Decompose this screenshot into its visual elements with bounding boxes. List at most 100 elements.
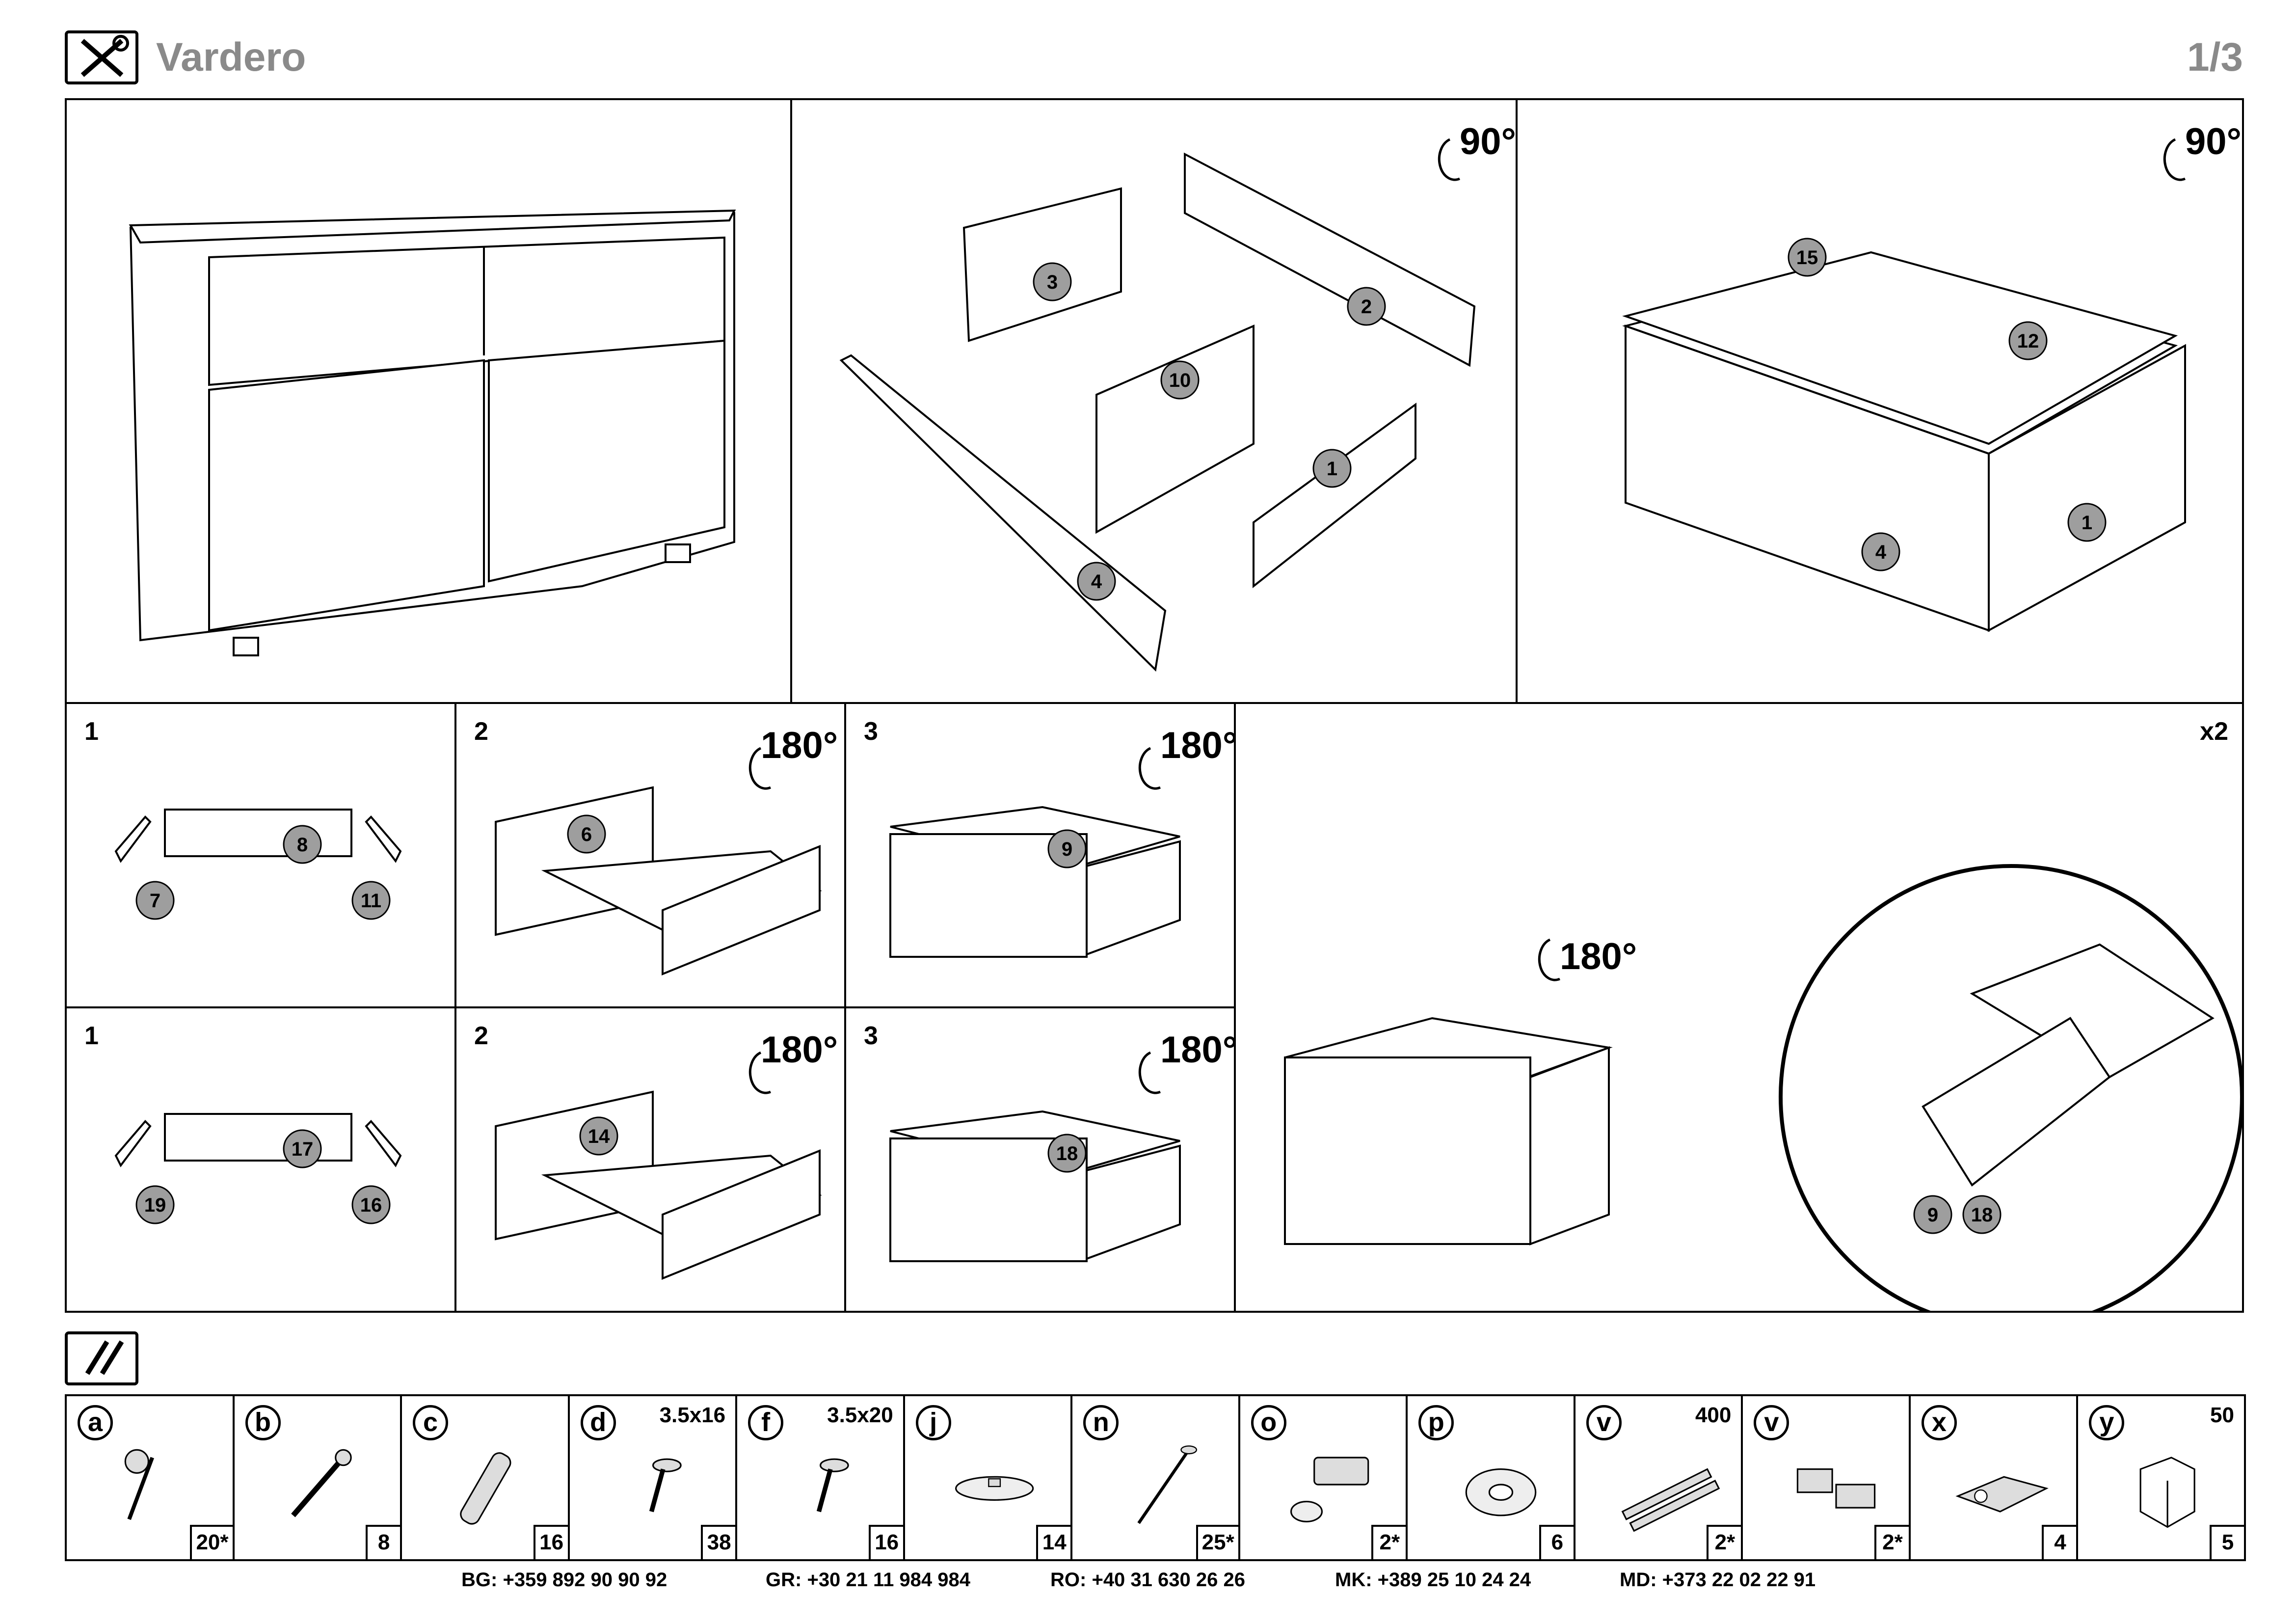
part-label-19: 19: [144, 1194, 166, 1216]
multiplier-label: x2: [2200, 717, 2228, 746]
part-size: 3.5x20: [827, 1403, 893, 1427]
push-latch-icon: [1290, 1457, 1369, 1522]
part-cell-v: v 2*: [1741, 1394, 1911, 1561]
rotation-label: 90°: [2185, 121, 2242, 162]
cam-lock-icon: [124, 1449, 154, 1520]
part-size: 3.5x16: [659, 1403, 726, 1427]
drawer-slide-icon: [1621, 1468, 1720, 1532]
screw-icon: [817, 1458, 849, 1513]
part-label-10: 10: [1169, 370, 1191, 391]
step-number: 2: [474, 717, 488, 746]
drawer-b-step-3: 3 18 180°: [844, 1006, 1237, 1313]
part-letter: a: [78, 1405, 113, 1440]
nail-icon: [1137, 1445, 1198, 1524]
rotation-label: 180°: [1160, 725, 1234, 766]
part-cell-f: f 3.5x20 16: [735, 1394, 905, 1561]
part-letter: x: [1921, 1405, 1957, 1440]
part-quantity: 16: [533, 1525, 568, 1559]
wood-dowel-icon: [460, 1452, 511, 1525]
rotation-label: 180°: [1160, 1029, 1234, 1071]
part-letter: b: [245, 1405, 281, 1440]
slide-clip-icon: [1797, 1468, 1876, 1509]
part-letter: o: [1251, 1405, 1286, 1440]
part-letter: p: [1418, 1405, 1454, 1440]
step-number: 1: [84, 717, 99, 746]
contact-4: MD: +373 22 02 22 91: [1620, 1569, 1815, 1591]
part-letter: n: [1083, 1405, 1119, 1440]
part-label-9: 9: [1927, 1204, 1938, 1226]
drawer-a-step-2: 2 6 180°: [454, 702, 846, 1008]
drawer-b-step-2: 2 14 180°: [454, 1006, 846, 1313]
overview-panel-carcass: 3 2 10 1 4 90°: [790, 98, 1518, 704]
step-number: 1: [84, 1022, 99, 1050]
part-quantity: 4: [2042, 1525, 2077, 1559]
washer-icon: [1466, 1468, 1537, 1516]
connector-screw-icon: [291, 1449, 352, 1517]
part-label: 6: [581, 824, 592, 845]
contact-3: MK: +389 25 10 24 24: [1335, 1569, 1531, 1591]
step-number: 3: [864, 717, 878, 746]
part-quantity: 14: [1036, 1525, 1071, 1559]
part-label-15: 15: [1796, 247, 1818, 269]
part-label-11: 11: [361, 890, 381, 912]
part-cell-j: j 14: [903, 1394, 1073, 1561]
contact-0: BG: +359 892 90 90 92: [461, 1569, 667, 1591]
part-label-1: 1: [2082, 512, 2092, 534]
contact-phone: +40 31 630 26 26: [1092, 1569, 1245, 1591]
part-label-8: 8: [297, 834, 308, 856]
screw-icon: [649, 1458, 682, 1513]
rotation-label: 180°: [1560, 936, 1637, 977]
part-letter: v: [1754, 1405, 1789, 1440]
part-quantity: 25*: [1196, 1525, 1238, 1559]
part-letter: c: [413, 1405, 449, 1440]
contact-code: MK:: [1335, 1569, 1372, 1591]
contact-code: MD:: [1620, 1569, 1657, 1591]
overview-panel-back: 15 12 4 1 90°: [1516, 98, 2244, 704]
part-letter: j: [915, 1405, 951, 1440]
part-quantity: 38: [701, 1525, 736, 1559]
rotation-label: 180°: [761, 1029, 838, 1071]
part-quantity: 16: [868, 1525, 903, 1559]
part-letter: d: [580, 1405, 616, 1440]
part-label: 14: [588, 1126, 610, 1147]
part-letter: f: [748, 1405, 784, 1440]
brand-title: Vardero: [156, 35, 306, 80]
part-label: 9: [1062, 839, 1072, 860]
rotation-label: 90°: [1460, 121, 1516, 162]
drawer-a-step-1: 1 7 8 11: [65, 702, 456, 1008]
part-quantity: 2*: [1707, 1525, 1741, 1559]
part-label-1: 1: [1327, 458, 1337, 480]
part-label: 18: [1056, 1143, 1078, 1164]
step-number: 3: [864, 1022, 878, 1050]
contact-phone: +359 892 90 90 92: [503, 1569, 667, 1591]
part-label-16: 16: [360, 1194, 382, 1216]
part-label-18: 18: [1971, 1204, 1993, 1226]
part-letter: v: [1586, 1405, 1622, 1440]
fittings-icon: [65, 1331, 138, 1385]
tools-icon: [65, 30, 138, 84]
part-label-3: 3: [1047, 271, 1058, 293]
part-label-17: 17: [292, 1138, 314, 1160]
part-letter: y: [2089, 1405, 2125, 1440]
contact-phone: +389 25 10 24 24: [1377, 1569, 1531, 1591]
contact-2: RO: +40 31 630 26 26: [1050, 1569, 1245, 1591]
part-size: 400: [1695, 1403, 1732, 1427]
part-cell-n: n 25*: [1070, 1394, 1240, 1561]
rotation-label: 180°: [761, 725, 838, 766]
drawer-runner-detail-panel: x2 9 18 180°: [1234, 702, 2244, 1329]
part-label-12: 12: [2017, 330, 2039, 352]
part-quantity: 2*: [1874, 1525, 1909, 1559]
part-quantity: 8: [366, 1525, 400, 1559]
step-number: 2: [474, 1022, 488, 1050]
part-cell-v: v 400 2*: [1573, 1394, 1743, 1561]
hinge-icon: [1955, 1476, 2049, 1513]
felt-pad-icon: [955, 1476, 1034, 1501]
part-label-7: 7: [150, 890, 160, 912]
drawer-b-step-1: 1 19 17 16: [65, 1006, 456, 1313]
contact-1: GR: +30 21 11 984 984: [766, 1569, 970, 1591]
